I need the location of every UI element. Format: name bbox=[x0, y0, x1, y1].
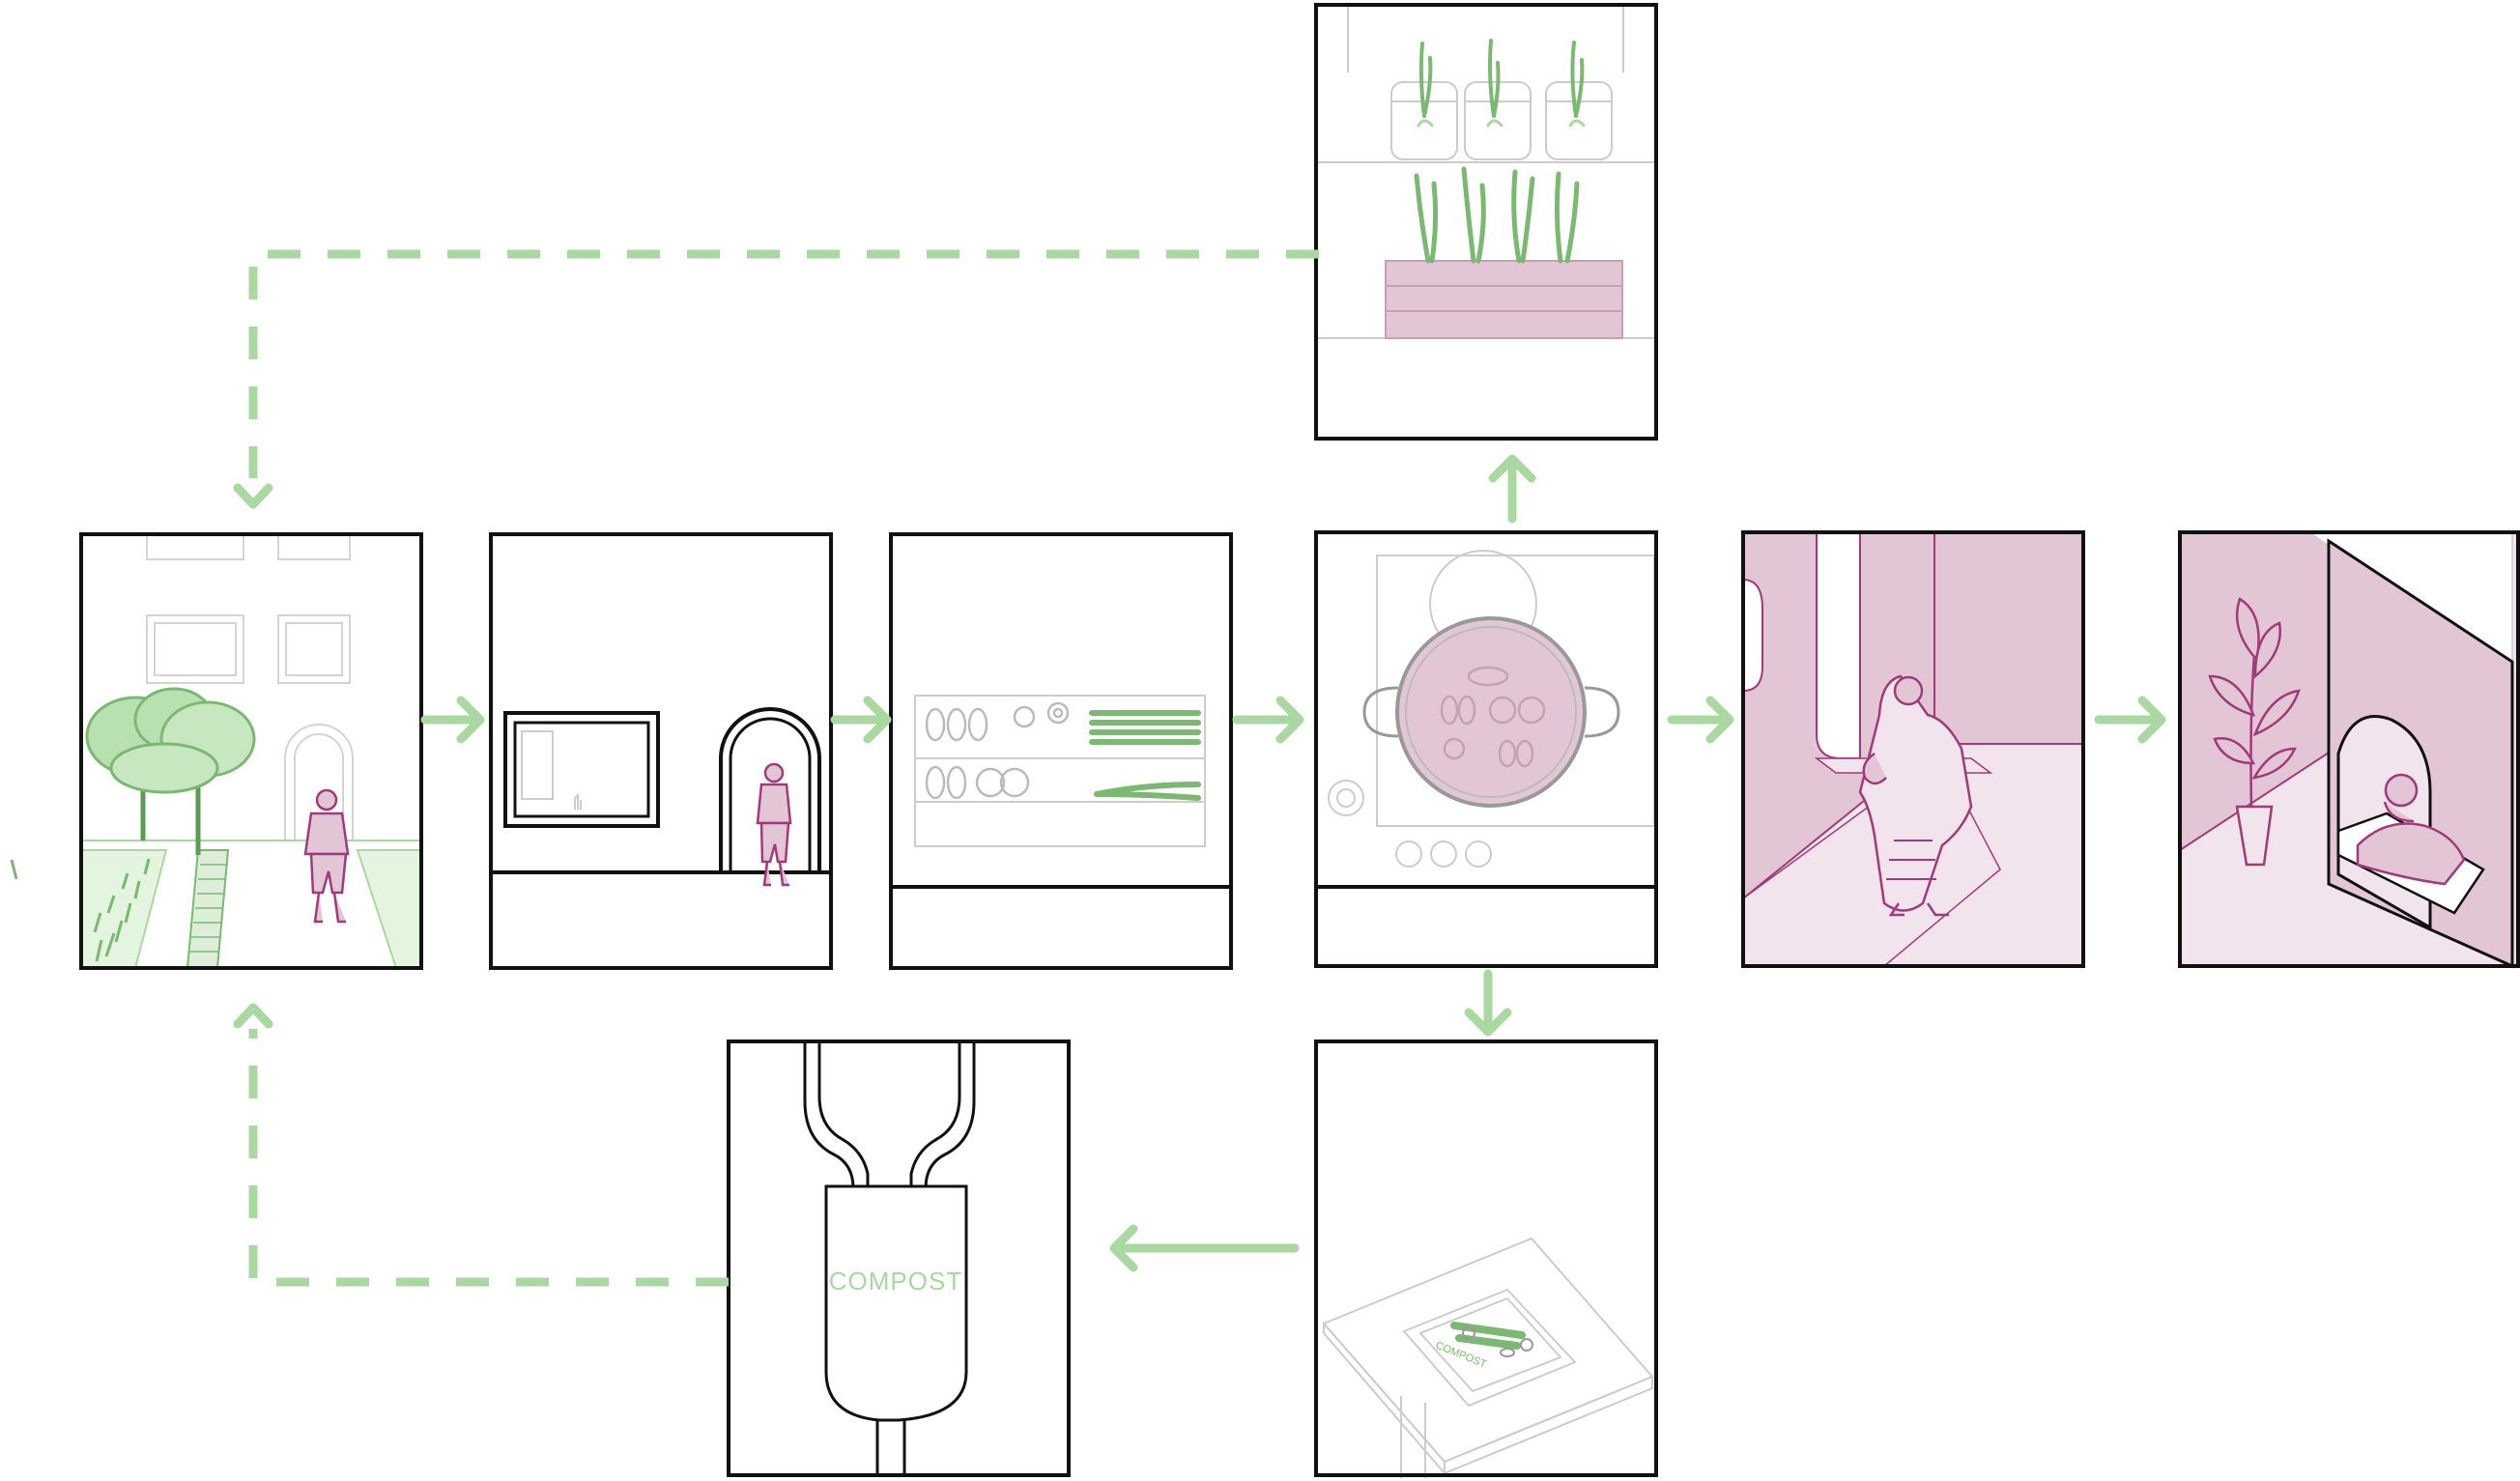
compost-bin-label: COMPOST bbox=[829, 1267, 962, 1296]
arrow-down bbox=[1469, 974, 1507, 1032]
regrow-loop-dashed bbox=[238, 254, 1319, 504]
planter-box bbox=[1386, 261, 1622, 338]
compost-bin-panel: COMPOST bbox=[729, 1041, 1069, 1475]
rest-room-panel bbox=[2180, 532, 2518, 966]
produce-shelf-panel bbox=[891, 534, 1231, 968]
grass-strip-right bbox=[358, 850, 421, 968]
regrow-panel bbox=[1316, 5, 1656, 439]
compost-loop-dashed bbox=[238, 1008, 729, 1282]
planter-scallions bbox=[1417, 169, 1577, 261]
market-stall-panel bbox=[491, 534, 831, 968]
arrow-right bbox=[425, 700, 480, 739]
sidewalk-drain bbox=[187, 850, 228, 968]
green-onions bbox=[1092, 713, 1198, 798]
cooking-pot-icon bbox=[1364, 618, 1618, 806]
panel-frame bbox=[491, 534, 831, 968]
tree-icon bbox=[87, 689, 254, 855]
compost-bin-icon bbox=[826, 1186, 966, 1420]
customer-figure bbox=[758, 764, 790, 885]
arrow-right bbox=[835, 700, 887, 739]
arrow-right bbox=[2099, 700, 2162, 739]
street-garden-panel bbox=[81, 534, 421, 968]
compost-table-panel: COMPOST bbox=[1316, 1041, 1656, 1478]
panel-frame bbox=[891, 534, 1231, 968]
arrow-left bbox=[1114, 1229, 1295, 1267]
walking-man-figure bbox=[305, 790, 348, 922]
panel-frame bbox=[1316, 1041, 1656, 1475]
arrow-up bbox=[1493, 459, 1532, 519]
woman-panel bbox=[1743, 532, 2083, 966]
arrow-right bbox=[1237, 700, 1300, 739]
kitchen-panel bbox=[1316, 532, 1656, 966]
edge-mark bbox=[12, 860, 16, 879]
sliced-vegetables bbox=[927, 703, 1068, 798]
panel-frame bbox=[1316, 5, 1656, 439]
garden-bed bbox=[81, 850, 166, 968]
arrow-right bbox=[1672, 700, 1730, 739]
